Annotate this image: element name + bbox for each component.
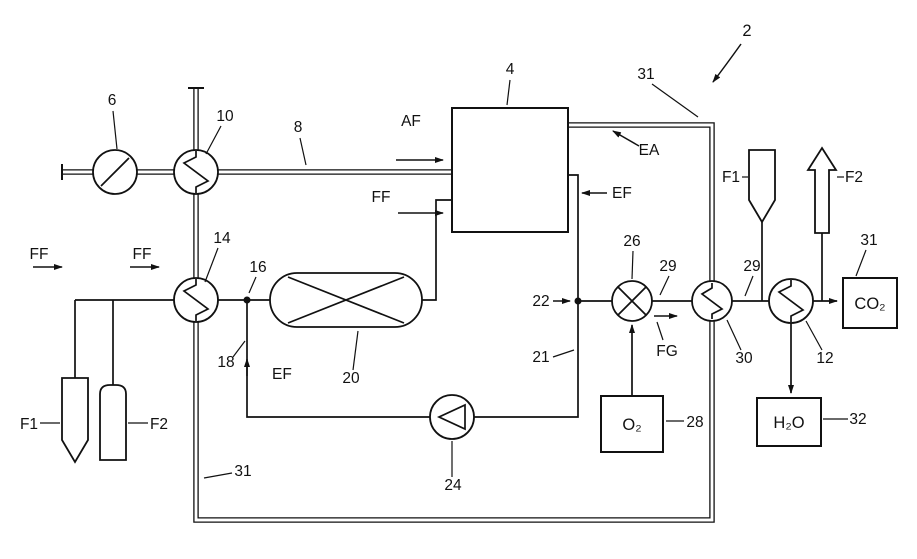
label-ff-fuelcell: FF — [372, 189, 391, 206]
label-30: 30 — [735, 350, 753, 367]
leader-30 — [726, 319, 742, 351]
leader-29-b — [744, 275, 754, 297]
h2o-outlet-box — [756, 397, 822, 447]
anode-exhaust-recirculation-line — [246, 174, 579, 418]
label-26: 26 — [623, 233, 640, 250]
fuel-vessel-f2-left — [99, 384, 127, 461]
leader-21 — [552, 349, 575, 358]
blower-blade-icon — [100, 157, 130, 187]
o2-supply-box — [600, 395, 664, 453]
leader-4 — [506, 79, 511, 106]
line-layer — [74, 174, 838, 418]
leader-16 — [248, 276, 257, 294]
leader-31-top — [651, 83, 699, 118]
label-29-b: 29 — [743, 258, 760, 275]
ea-leader-arrow — [612, 130, 640, 147]
leader-18 — [232, 340, 246, 358]
reformer-outlet-line — [422, 199, 452, 301]
leader-26 — [631, 250, 634, 280]
label-ef-fuelcell: EF — [612, 185, 632, 202]
reformer-20-cross-icon — [287, 276, 405, 324]
label-f2-left: F2 — [150, 416, 168, 433]
heat-exchanger-30-coil-icon — [700, 283, 724, 319]
mixer-26-cross-icon — [617, 286, 647, 316]
label-8: 8 — [294, 119, 303, 136]
pump-24-symbol — [429, 394, 475, 440]
label-32: 32 — [849, 411, 866, 428]
label-co2-box: CO₂ — [854, 295, 885, 313]
label-fg: FG — [656, 343, 678, 360]
fuel-vessel-f1-left — [61, 377, 89, 464]
flow-arrow-layer — [33, 43, 742, 376]
label-6: 6 — [108, 92, 117, 109]
label-ff-left1: FF — [30, 246, 49, 263]
label-f1-left: F1 — [20, 416, 38, 433]
component-layer — [61, 107, 898, 464]
system-2-pointer-arrow — [712, 43, 742, 83]
leader-fg — [656, 321, 664, 341]
label-21: 21 — [532, 349, 549, 366]
leader-10 — [205, 125, 222, 155]
label-14: 14 — [213, 230, 231, 247]
label-f1-right: F1 — [722, 169, 740, 186]
junction-node-16 — [243, 296, 251, 304]
leader-29-a — [659, 275, 670, 296]
label-31-right: 31 — [860, 232, 877, 249]
leader-12 — [805, 320, 823, 351]
label-24: 24 — [444, 477, 462, 494]
label-layer: 2 4 31 6 10 8 AF EA FF EF F1 F2 31 14 16… — [20, 22, 886, 494]
label-16: 16 — [249, 259, 266, 276]
label-af: AF — [401, 113, 421, 130]
label-f2-right: F2 — [845, 169, 863, 186]
label-2: 2 — [742, 22, 751, 40]
label-10: 10 — [216, 108, 234, 125]
heat-exchanger-14-coil-icon — [182, 279, 210, 321]
label-ea: EA — [639, 142, 660, 159]
fuel-vessel-f1-right — [748, 149, 776, 224]
label-ef-recirc: EF — [272, 366, 292, 383]
leader-31-right — [855, 249, 867, 277]
heat-exchanger-12-coil-icon — [777, 280, 805, 322]
fuel-vessel-f2-right — [806, 146, 838, 234]
label-22: 22 — [532, 293, 549, 310]
exhaust-conduit-pipe-core — [194, 88, 714, 522]
co2-outlet-box — [842, 277, 898, 329]
leader-6 — [112, 110, 118, 150]
label-31-bottom: 31 — [234, 463, 251, 480]
leader-8 — [299, 137, 307, 166]
junction-node-22 — [574, 297, 582, 305]
label-18: 18 — [217, 354, 234, 371]
label-12: 12 — [816, 350, 833, 367]
label-20: 20 — [342, 370, 360, 387]
leader-layer — [40, 79, 867, 479]
label-h2o-box: H₂O — [773, 414, 804, 432]
label-29-a: 29 — [659, 258, 676, 275]
leader-31-bottom — [203, 472, 233, 479]
label-ff-left2: FF — [133, 246, 152, 263]
leader-14 — [204, 247, 219, 283]
leader-20 — [352, 330, 359, 371]
label-28: 28 — [686, 414, 703, 431]
label-o2-box: O₂ — [622, 416, 641, 434]
fuel-cell-4-box — [451, 107, 569, 233]
label-31-top: 31 — [637, 66, 654, 83]
heat-exchanger-10-coil-icon — [182, 151, 210, 193]
label-4: 4 — [506, 61, 515, 78]
pump-24-triangle-icon — [436, 403, 466, 431]
